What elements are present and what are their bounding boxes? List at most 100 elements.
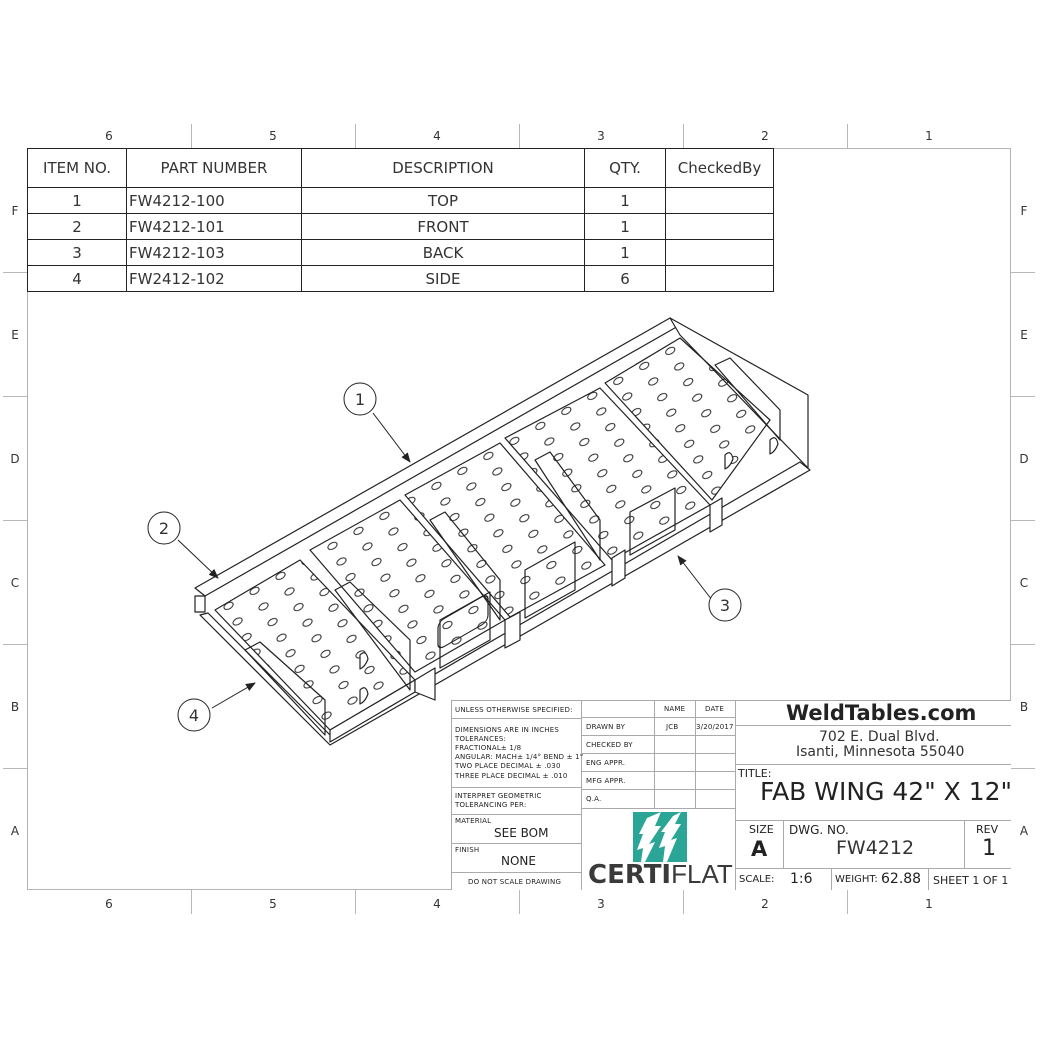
divider — [581, 753, 735, 754]
divider — [451, 872, 581, 873]
divider — [735, 820, 1011, 821]
divider — [581, 771, 735, 772]
logo-text-light: FLAT — [671, 859, 733, 889]
dimensions-note: DIMENSIONS ARE IN INCHES — [455, 726, 560, 734]
zone-tick — [683, 124, 684, 148]
eng-appr-label: ENG APPR. — [586, 759, 626, 767]
material-value: SEE BOM — [494, 826, 549, 840]
divider — [735, 725, 1011, 726]
bill-of-materials-table: ITEM NO. PART NUMBER DESCRIPTION QTY. Ch… — [27, 148, 774, 292]
drawn-by-name: JCB — [666, 723, 679, 731]
divider — [451, 718, 581, 719]
zone-row-label: A — [1019, 824, 1029, 838]
drawn-by-label: DRAWN BY — [586, 723, 626, 731]
date-column-header: DATE — [705, 705, 725, 713]
zone-tick — [519, 124, 520, 148]
zone-row-label: D — [10, 452, 20, 466]
weight-label: WEIGHT: — [835, 874, 878, 885]
svg-text:1: 1 — [355, 390, 365, 409]
divider — [964, 820, 965, 868]
zone-tick — [1011, 520, 1035, 521]
qa-label: Q.A. — [586, 795, 602, 803]
zone-row-label: A — [10, 824, 20, 838]
balloon-3: 3 — [708, 588, 742, 622]
divider — [783, 820, 784, 868]
certiflat-logo-text: CERTIFLAT — [588, 860, 733, 889]
weight-value: 62.88 — [881, 871, 922, 887]
zone-tick — [355, 890, 356, 914]
divider — [581, 789, 735, 790]
drawn-date: 3/20/2017 — [696, 723, 734, 731]
do-not-scale-note: DO NOT SCALE DRAWING — [468, 878, 562, 886]
bom-desc: SIDE — [301, 265, 585, 292]
divider — [735, 700, 736, 890]
bom-row: 4 FW2412-102 SIDE 6 — [27, 265, 774, 292]
finish-label: FINISH — [455, 846, 480, 854]
scale-value: 1:6 — [790, 871, 813, 887]
company-address-line1: 702 E. Dual Blvd. — [819, 729, 940, 745]
bom-checked — [665, 265, 774, 292]
zone-col-label: 6 — [105, 129, 113, 143]
zone-row-label: B — [1019, 700, 1029, 714]
zone-tick — [683, 890, 684, 914]
zone-col-label: 3 — [597, 129, 605, 143]
checked-by-label: CHECKED BY — [586, 741, 633, 749]
zone-tick — [847, 124, 848, 148]
divider — [581, 808, 735, 809]
tolerances-label: TOLERANCES: — [455, 735, 507, 743]
bom-qty: 6 — [584, 265, 666, 292]
zone-col-label: 5 — [269, 897, 277, 911]
zone-row-label: F — [1020, 204, 1028, 218]
certiflat-logo-icon — [633, 812, 687, 862]
bom-checked — [665, 213, 774, 240]
bom-qty: 1 — [584, 239, 666, 266]
scale-label: SCALE: — [739, 874, 775, 885]
rev-label: REV — [976, 823, 999, 836]
bom-part: FW4212-100 — [126, 187, 302, 214]
divider — [695, 700, 696, 808]
dwg-no-label: DWG. NO. — [789, 823, 849, 837]
finish-value: NONE — [501, 854, 536, 868]
zone-tick — [3, 396, 27, 397]
angular-tolerance: ANGULAR: MACH± 1/4° BEND ± 1° — [455, 753, 584, 761]
interpret-geometric-label: INTERPRET GEOMETRIC — [455, 792, 542, 800]
zone-col-label: 2 — [761, 129, 769, 143]
zone-col-label: 5 — [269, 129, 277, 143]
zone-row-label: F — [11, 204, 19, 218]
zone-tick — [3, 768, 27, 769]
divider — [581, 700, 582, 890]
divider — [451, 787, 581, 788]
zone-row-label: D — [1019, 452, 1029, 466]
divider — [928, 868, 929, 890]
zone-tick — [519, 890, 520, 914]
company-name: WeldTables.com — [786, 701, 977, 725]
bom-header-item: ITEM NO. — [27, 148, 127, 188]
balloon-4: 4 — [177, 698, 211, 732]
size-label: SIZE — [749, 823, 774, 836]
bom-row: 2 FW4212-101 FRONT 1 — [27, 213, 774, 240]
drawing-title: FAB WING 42" X 12" — [760, 777, 1013, 806]
divider — [654, 700, 655, 808]
divider — [451, 814, 581, 815]
mfg-appr-label: MFG APPR. — [586, 777, 626, 785]
company-address-line2: Isanti, Minnesota 55040 — [796, 744, 965, 760]
dwg-no-value: FW4212 — [836, 837, 915, 859]
bom-qty: 1 — [584, 213, 666, 240]
divider — [581, 717, 735, 718]
divider — [451, 843, 581, 844]
zone-col-label: 1 — [925, 129, 933, 143]
zone-col-label: 1 — [925, 897, 933, 911]
title-block-frame — [451, 700, 1011, 890]
zone-tick — [3, 272, 27, 273]
assembly-body — [194, 317, 811, 746]
zone-row-label: E — [11, 328, 19, 342]
divider — [831, 868, 832, 890]
tolerancing-per-label: TOLERANCING PER: — [455, 801, 527, 809]
zone-tick — [847, 890, 848, 914]
zone-row-label: E — [1020, 328, 1028, 342]
svg-text:4: 4 — [189, 706, 199, 725]
zone-row-label: C — [10, 576, 20, 590]
bom-part: FW4212-101 — [126, 213, 302, 240]
three-place-tolerance: THREE PLACE DECIMAL ± .010 — [455, 772, 568, 780]
